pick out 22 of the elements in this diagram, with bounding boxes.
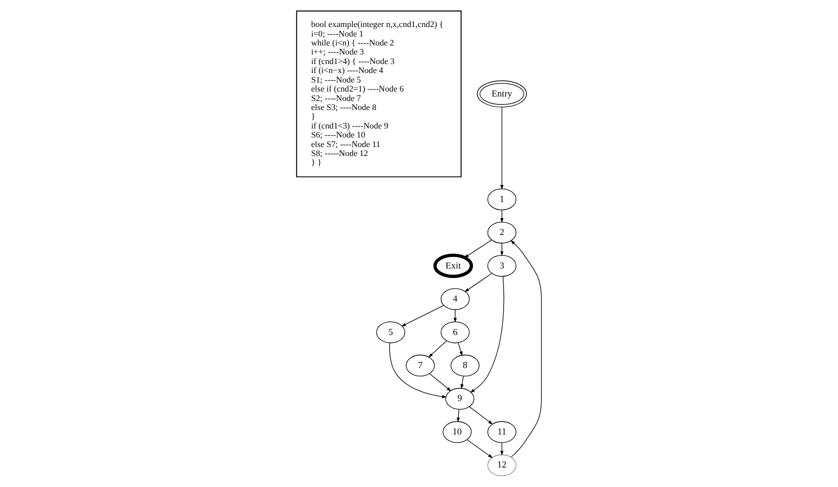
arrow — [469, 406, 493, 425]
arrow — [470, 276, 504, 393]
arrow — [458, 342, 462, 356]
arrow — [510, 240, 542, 458]
arrow — [456, 409, 460, 422]
node-ellipse: 8 — [450, 354, 480, 376]
arrow — [464, 240, 492, 258]
arrow — [428, 340, 447, 358]
node-box: bool example(integer n,x,cnd1,cnd2) { i=0; ----Node 1 while (i<n) { ----Node 2 i++; ----Node 3 if (cnd1>4) { ----Node 3 if (i<n−x) ----Node 4 S1; ----Node 5 else if (cnd2=1) ----Node 6 S2; ----Node 7 else S3; ----Node 8 } if (cnd1<3) ----Node 9 S6; ----Node 10 else S7; ----Node 11 S8; -----Node 12 } } — [296, 10, 462, 178]
arrow — [429, 373, 452, 392]
arrow — [401, 305, 444, 326]
arrow — [500, 107, 504, 190]
node-ellipse: 6 — [440, 321, 470, 344]
node-ellipse: Entry — [476, 80, 527, 108]
arrow — [466, 439, 493, 458]
arrow — [460, 376, 464, 389]
node-ellipse: 10 — [442, 421, 472, 443]
node-ellipse: 1 — [487, 188, 516, 210]
arrow — [389, 342, 447, 398]
arrow — [464, 273, 492, 292]
node-ellipse: 3 — [487, 254, 516, 277]
node-ellipse: 7 — [406, 354, 435, 376]
